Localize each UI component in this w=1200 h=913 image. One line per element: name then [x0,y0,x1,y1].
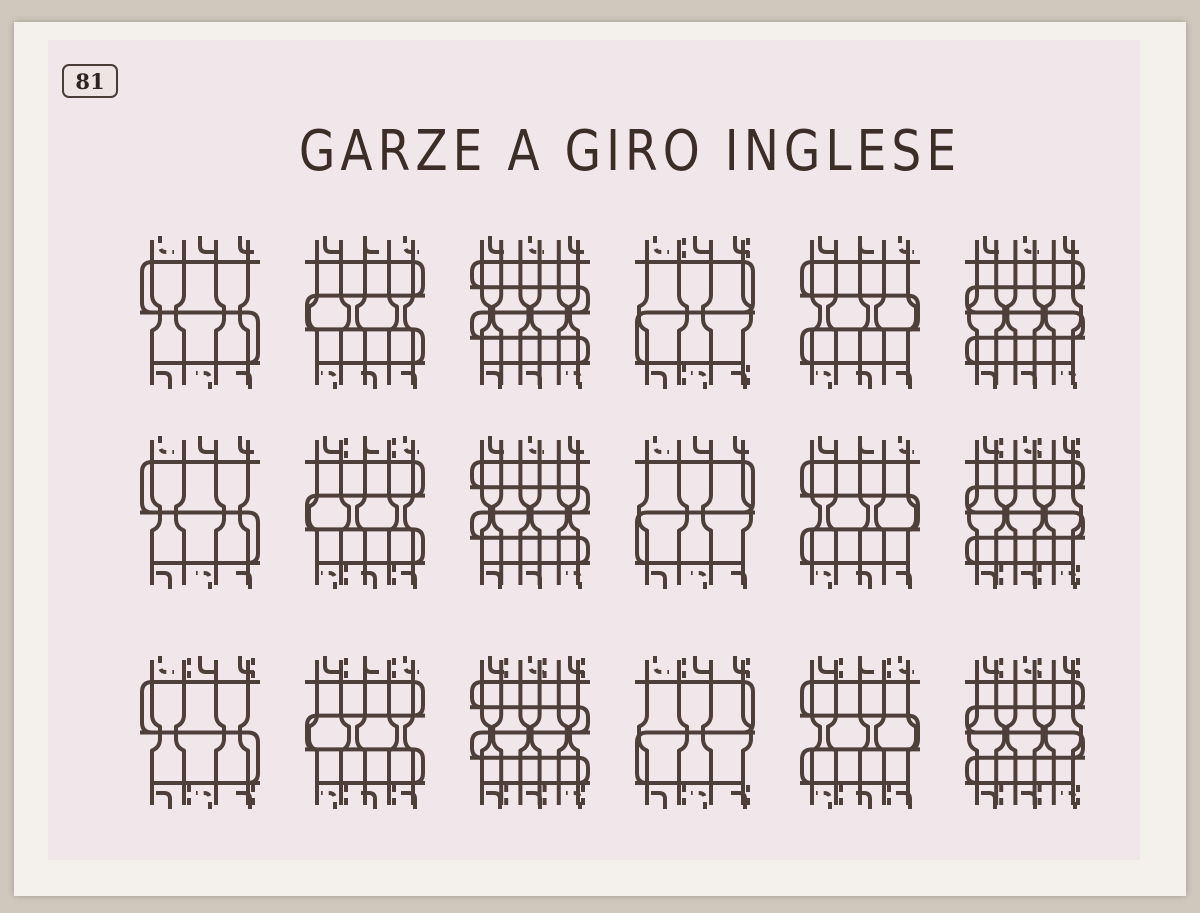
weave-figure-1 [140,236,260,389]
crossing-thread [365,436,379,452]
dashed-crossing-thread [530,656,544,672]
crossing-thread [365,236,379,252]
dashed-crossing-thread [691,573,705,589]
crossing-thread [325,236,339,252]
crossing-thread [981,373,995,389]
crossing-thread [651,373,665,389]
weave-figure-7 [140,436,260,589]
crossing-thread [156,373,170,389]
crossing-thread [651,793,665,809]
crossing-thread [820,436,834,452]
crossing-thread [820,656,834,672]
crossing-thread [860,656,874,672]
crossing-thread [981,793,995,809]
dashed-crossing-thread [655,436,669,452]
weave-figure-12 [965,436,1085,589]
crossing-thread [860,436,874,452]
dashed-crossing-thread [655,236,669,252]
crossing-thread [200,436,214,452]
crossing-thread [325,656,339,672]
dashed-crossing-thread [196,793,210,809]
dashed-crossing-thread [160,236,174,252]
crossing-thread [486,573,500,589]
dashed-crossing-thread [321,793,335,809]
crossing-thread [651,573,665,589]
crossing-thread [156,573,170,589]
crossing-thread [325,436,339,452]
dashed-crossing-thread [160,436,174,452]
dashed-crossing-thread [1025,236,1039,252]
weave-figure-5 [800,236,920,389]
weave-figure-13 [140,656,260,809]
dashed-crossing-thread [530,436,544,452]
dashed-crossing-thread [196,573,210,589]
weave-figure-8 [305,436,425,589]
dashed-crossing-thread [816,373,830,389]
dashed-crossing-thread [196,373,210,389]
weave-figure-16 [635,656,755,809]
dashed-crossing-thread [816,793,830,809]
crossing-thread [200,656,214,672]
weave-figure-18 [965,656,1085,809]
crossing-thread [365,656,379,672]
crossing-thread [486,793,500,809]
weave-figure-9 [470,436,590,589]
dashed-crossing-thread [816,573,830,589]
crossing-thread [695,436,709,452]
weave-figure-14 [305,656,425,809]
weave-figure-10 [635,436,755,589]
dashed-crossing-thread [1025,436,1039,452]
weave-figure-4 [635,236,755,389]
crossing-thread [820,236,834,252]
dashed-crossing-thread [160,656,174,672]
dashed-crossing-thread [1025,656,1039,672]
weave-figure-3 [470,236,590,389]
crossing-thread [200,236,214,252]
crossing-thread [156,793,170,809]
dashed-crossing-thread [655,656,669,672]
crossing-thread [486,373,500,389]
dashed-crossing-thread [321,373,335,389]
dashed-crossing-thread [691,793,705,809]
crossing-thread [695,656,709,672]
crossing-thread [860,236,874,252]
crossing-thread [981,573,995,589]
weave-figure-11 [800,436,920,589]
dashed-crossing-thread [691,373,705,389]
weave-figure-6 [965,236,1085,389]
dashed-crossing-thread [530,236,544,252]
weave-figure-15 [470,656,590,809]
weave-figure-17 [800,656,920,809]
weave-figure-2 [305,236,425,389]
crossing-thread [695,236,709,252]
dashed-crossing-thread [321,573,335,589]
